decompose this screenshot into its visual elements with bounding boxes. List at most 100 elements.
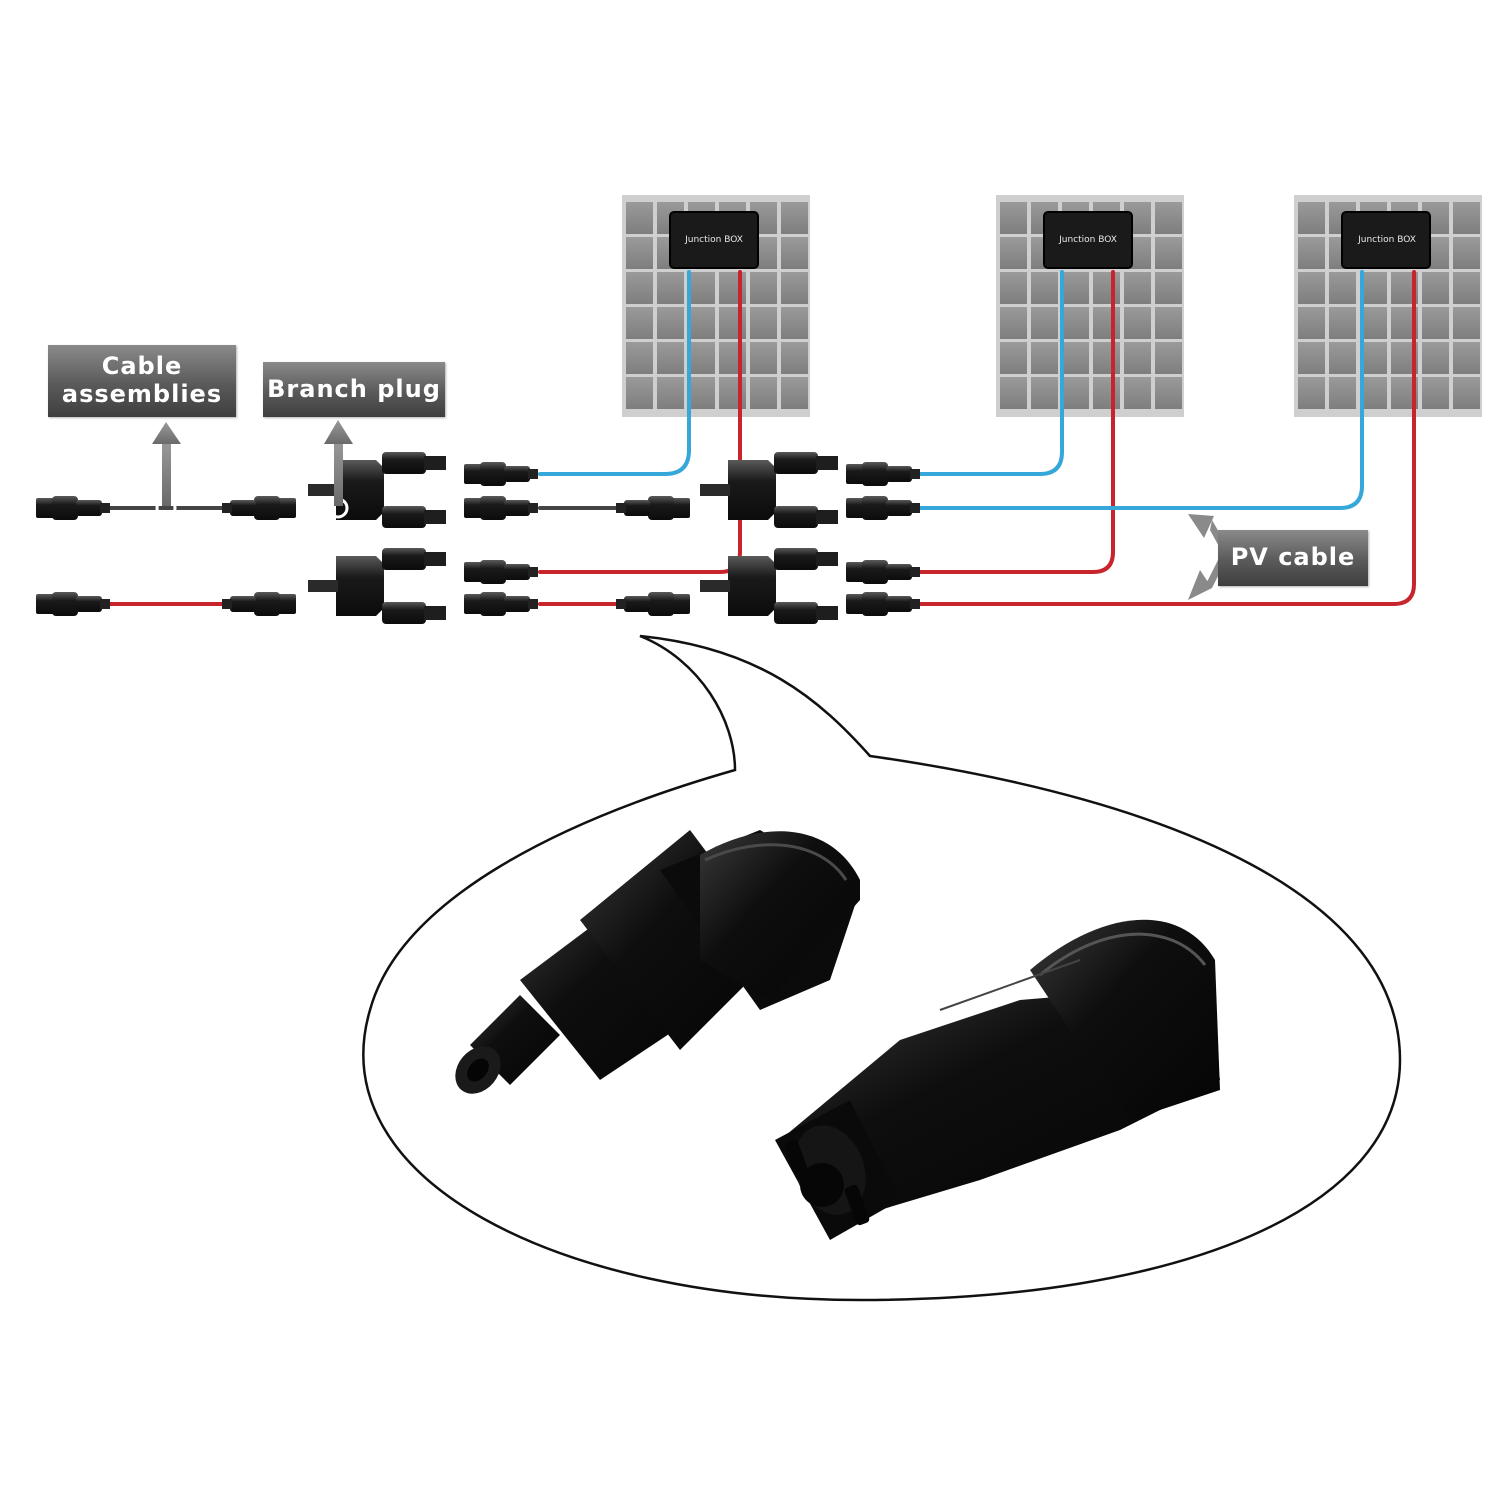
- solar-cell: [1453, 307, 1480, 339]
- solar-cell: [657, 272, 684, 304]
- solar-cell: [750, 272, 777, 304]
- solar-cell: [1298, 237, 1325, 269]
- solar-cell: [657, 377, 684, 409]
- solar-cell: [1453, 342, 1480, 374]
- solar-cell: [1453, 272, 1480, 304]
- solar-cell: [1124, 377, 1151, 409]
- solar-cell: [1453, 237, 1480, 269]
- solar-cell: [626, 342, 653, 374]
- solar-cell: [1000, 202, 1027, 234]
- solar-cell: [781, 237, 808, 269]
- mc4-female-connector-icon: [775, 919, 1220, 1240]
- junction-box: [669, 211, 759, 269]
- arrow-up-icon: [324, 420, 353, 506]
- branch-plug-label: Branch plug: [263, 362, 445, 417]
- solar-cell: [626, 202, 653, 234]
- solar-cell: [688, 272, 715, 304]
- solar-cell: [1124, 342, 1151, 374]
- junction-box-label: Junction BOX: [1059, 235, 1117, 245]
- solar-cell: [750, 377, 777, 409]
- solar-cell: [1329, 307, 1356, 339]
- solar-cell: [781, 202, 808, 234]
- solar-cell: [1298, 272, 1325, 304]
- solar-cell: [781, 342, 808, 374]
- solar-cell: [1031, 272, 1058, 304]
- solar-cell: [1000, 342, 1027, 374]
- positive-cable: [910, 270, 1115, 574]
- solar-cell: [1000, 377, 1027, 409]
- solar-cell: [1453, 202, 1480, 234]
- solar-cell: [1422, 272, 1449, 304]
- mc4-male-connector-icon: [455, 830, 860, 1094]
- solar-cell: [1422, 342, 1449, 374]
- arrow-up-icon: [152, 422, 181, 506]
- solar-cell: [1062, 307, 1089, 339]
- solar-cell: [1031, 307, 1058, 339]
- solar-cell: [781, 307, 808, 339]
- solar-cell: [1298, 202, 1325, 234]
- solar-cell: [1124, 307, 1151, 339]
- solar-cell: [1329, 377, 1356, 409]
- solar-cell: [1329, 272, 1356, 304]
- solar-cell: [1155, 272, 1182, 304]
- solar-cell: [1062, 377, 1089, 409]
- solar-cell: [1298, 342, 1325, 374]
- solar-cell: [626, 272, 653, 304]
- solar-cell: [688, 377, 715, 409]
- solar-cell: [750, 342, 777, 374]
- solar-cell: [1031, 377, 1058, 409]
- callout-bubble: [362, 634, 1402, 1302]
- junction-box-label: Junction BOX: [685, 235, 743, 245]
- negative-cable: [538, 270, 691, 476]
- solar-cell: [1298, 377, 1325, 409]
- solar-cell: [1124, 272, 1151, 304]
- negative-cable: [910, 270, 1064, 476]
- solar-cell: [1360, 342, 1387, 374]
- solar-cell: [1155, 307, 1182, 339]
- solar-cell: [1422, 377, 1449, 409]
- solar-cell: [1360, 377, 1387, 409]
- solar-panel: [996, 195, 1184, 417]
- solar-cell: [781, 377, 808, 409]
- solar-cell: [781, 272, 808, 304]
- solar-cell: [1155, 237, 1182, 269]
- solar-cell: [626, 307, 653, 339]
- solar-cell: [1000, 237, 1027, 269]
- solar-cell: [1422, 307, 1449, 339]
- solar-cell: [1093, 342, 1120, 374]
- pv-cable-label: PV cable: [1218, 530, 1368, 586]
- solar-cell: [688, 307, 715, 339]
- solar-cell: [1062, 272, 1089, 304]
- solar-cell: [1000, 307, 1027, 339]
- solar-cell: [1093, 377, 1120, 409]
- solar-cell: [1360, 307, 1387, 339]
- solar-cell: [1093, 307, 1120, 339]
- solar-cell: [1453, 377, 1480, 409]
- solar-cell: [626, 237, 653, 269]
- solar-panel: [1294, 195, 1482, 417]
- solar-cell: [1360, 272, 1387, 304]
- solar-cell: [1062, 342, 1089, 374]
- junction-box: [1341, 211, 1431, 269]
- junction-box-label: Junction BOX: [1358, 235, 1416, 245]
- solar-cell: [1298, 307, 1325, 339]
- negative-cable: [910, 270, 1364, 510]
- junction-box: [1043, 211, 1133, 269]
- solar-cell: [1031, 342, 1058, 374]
- cable-assemblies-label: Cable assemblies: [48, 345, 236, 417]
- solar-cell: [1155, 377, 1182, 409]
- cable-assemblies-line2: assemblies: [61, 380, 223, 408]
- solar-panel: [622, 195, 810, 417]
- cable-assemblies-line1: Cable: [101, 352, 183, 381]
- positive-cable: [910, 270, 1416, 606]
- solar-cell: [657, 307, 684, 339]
- solar-cell: [750, 307, 777, 339]
- solar-cell: [1093, 272, 1120, 304]
- solar-cell: [1155, 202, 1182, 234]
- solar-cell: [688, 342, 715, 374]
- solar-cell: [657, 342, 684, 374]
- solar-cell: [1329, 342, 1356, 374]
- solar-cell: [1155, 342, 1182, 374]
- solar-cell: [1000, 272, 1027, 304]
